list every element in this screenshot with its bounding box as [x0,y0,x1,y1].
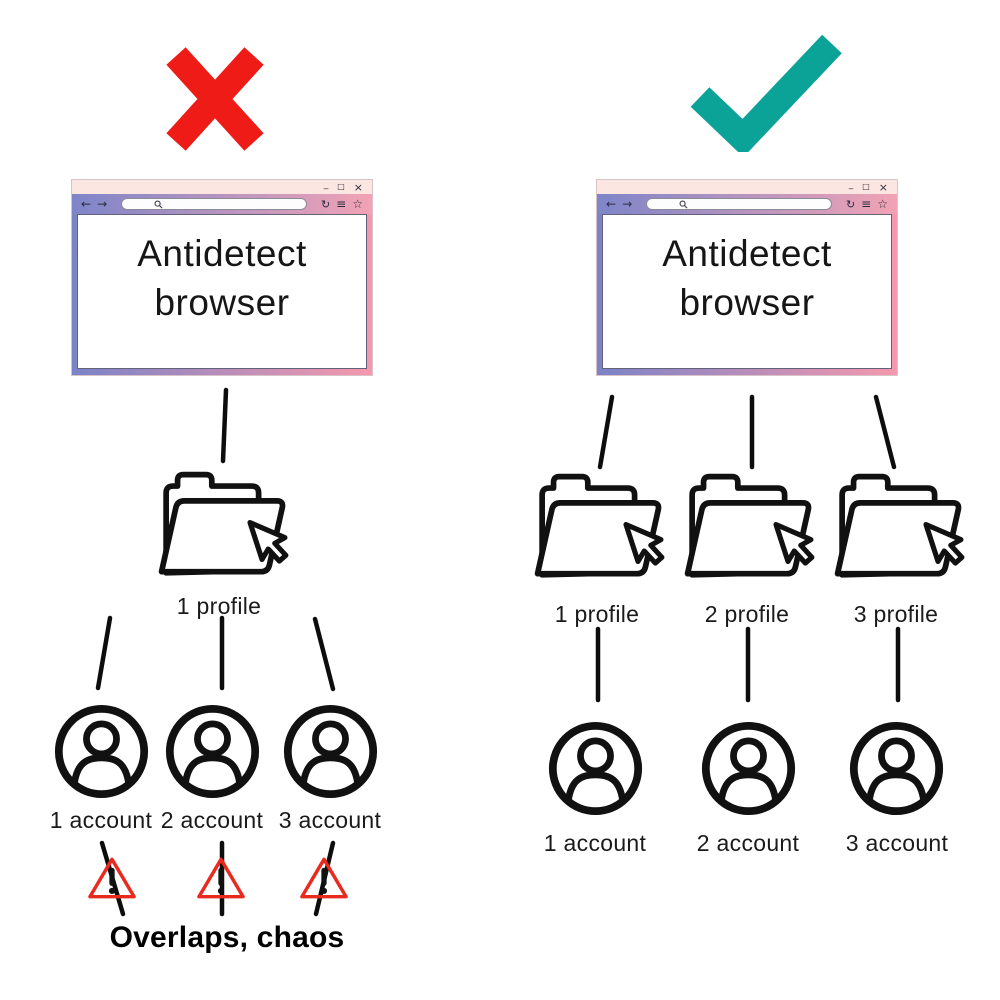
forward-icon[interactable]: → [97,197,108,211]
profile-label: 3 profile [853,601,939,627]
browser-title-line1: Antidetect [137,233,307,274]
maximize-icon[interactable]: □ [337,182,345,191]
account-label: 2 account [160,807,264,833]
browser-navbar: ← → ↻ ≡ ☆ [597,194,897,214]
account-label: 1 account [49,807,153,833]
account-icon [164,703,261,800]
account-label: 3 account [278,807,382,833]
refresh-icon[interactable]: ↻ [320,197,331,211]
back-icon[interactable]: ← [606,197,617,211]
connector-line [597,394,615,470]
menu-icon[interactable]: ≡ [336,197,347,211]
profile-label: 1 profile [176,593,262,619]
account-icon [848,720,945,817]
profile-folder-icon [683,472,820,592]
browser-frame: Antidetect browser [597,214,897,375]
account-label: 3 account [845,830,949,856]
warning-icon [298,855,350,901]
menu-icon[interactable]: ≡ [861,197,872,211]
cross-icon [166,47,264,151]
warning-icon [195,855,247,901]
address-bar[interactable] [121,198,307,210]
refresh-icon[interactable]: ↻ [845,197,856,211]
chaos-caption: Overlaps, chaos [109,921,345,954]
connector-line [95,615,113,691]
minimize-icon[interactable]: _ [323,179,329,190]
browser-window-right: _ □ × ← → ↻ ≡ ☆ Antidetect browser [597,180,897,375]
profile-label: 2 profile [704,601,790,627]
connector-line [873,394,897,470]
account-icon [547,720,644,817]
connector-line [312,616,336,692]
browser-window-left: _ □ × ← → ↻ ≡ ☆ Antidetect browser [72,180,372,375]
browser-title-line2: browser [679,282,815,323]
search-icon [679,200,688,208]
check-icon [690,34,842,152]
favorite-icon[interactable]: ☆ [352,197,363,211]
browser-frame: Antidetect browser [72,214,372,375]
account-label: 1 account [543,830,647,856]
browser-content: Antidetect browser [602,214,892,369]
account-icon [53,703,150,800]
profile-label: 1 profile [554,601,640,627]
profile-folder-icon [157,470,294,590]
browser-navbar: ← → ↻ ≡ ☆ [72,194,372,214]
minimize-icon[interactable]: _ [848,179,854,190]
account-icon [282,703,379,800]
browser-titlebar: _ □ × [72,180,372,194]
account-label: 2 account [696,830,800,856]
warning-icon [86,855,138,901]
forward-icon[interactable]: → [622,197,633,211]
address-bar[interactable] [646,198,832,210]
profile-folder-icon [533,472,670,592]
close-icon[interactable]: × [353,180,363,194]
close-icon[interactable]: × [878,180,888,194]
browser-titlebar: _ □ × [597,180,897,194]
browser-title-line2: browser [154,282,290,323]
back-icon[interactable]: ← [81,197,92,211]
search-icon [154,200,163,208]
account-icon [700,720,797,817]
profile-folder-icon [833,472,970,592]
browser-content: Antidetect browser [77,214,367,369]
favorite-icon[interactable]: ☆ [877,197,888,211]
browser-title-line1: Antidetect [662,233,832,274]
maximize-icon[interactable]: □ [862,182,870,191]
connector-line [220,387,229,464]
